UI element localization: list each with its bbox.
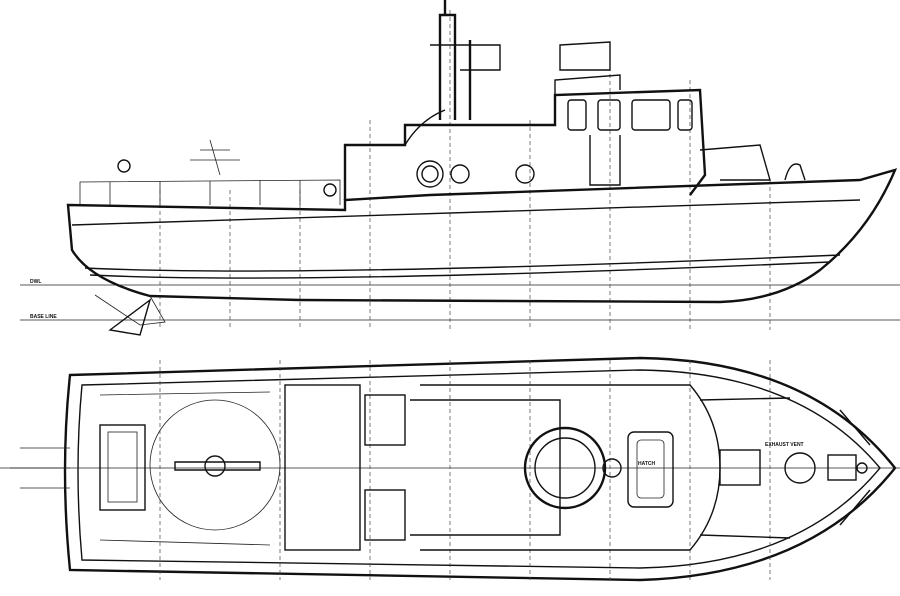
turret-ring — [149, 399, 281, 531]
hatch-label: HATCH — [638, 461, 656, 467]
window — [597, 99, 621, 131]
engine-hatch — [99, 424, 146, 511]
hatch-ring — [523, 426, 607, 510]
window — [567, 99, 587, 131]
exhaust-vent-label: EXHAUST VENT — [765, 442, 804, 448]
base-line-label: BASE LINE — [30, 314, 57, 320]
hull-profile — [66, 168, 898, 304]
exhaust-vent — [784, 452, 816, 484]
mast — [438, 0, 472, 120]
window — [677, 99, 693, 131]
rudder-icon — [108, 298, 152, 336]
plan-view: HATCH EXHAUST VENT — [0, 356, 900, 582]
station-lines — [159, 10, 771, 330]
hull-plan — [63, 356, 897, 582]
profile-view: DWL BASE LINE — [20, 0, 900, 336]
dwl-label: DWL — [30, 279, 41, 285]
deckhouse — [343, 88, 707, 200]
window — [631, 99, 671, 131]
